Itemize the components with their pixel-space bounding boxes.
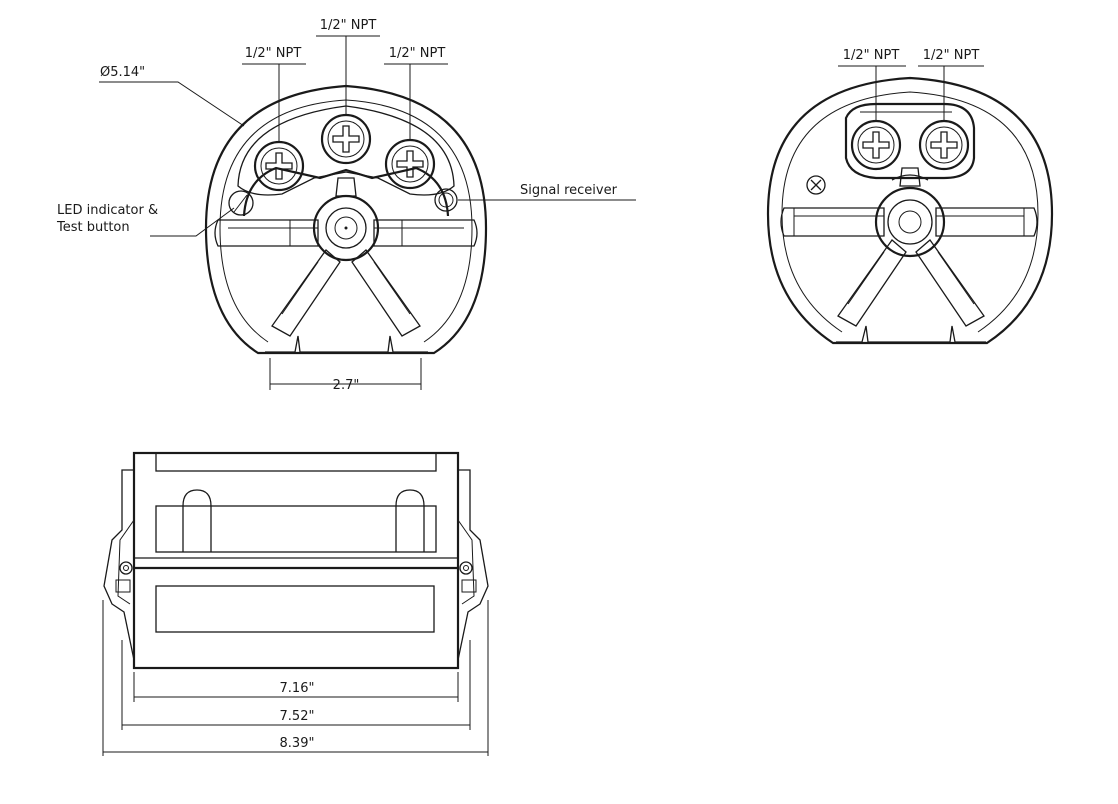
dim-716: 7.16" [280,681,315,696]
led-indicator [228,190,254,216]
npt-port-right [384,138,436,190]
signal-receiver [434,188,458,212]
dim-839: 8.39" [280,736,315,751]
dim-width-front: 2.7" [333,378,360,393]
side-body [132,451,460,670]
npt-port-r1 [850,119,902,171]
central-hub [312,194,380,262]
npt-port-center [320,113,372,165]
label-npt-center: 1/2" NPT [320,18,377,33]
lower-window [155,585,435,633]
housing-outline-right [766,76,1054,345]
label-signal-receiver: Signal receiver [520,183,618,198]
label-npt-right: 1/2" NPT [389,46,446,61]
side-view: 7.16" 7.52" 8.39" [102,451,489,756]
label-npt-r1: 1/2" NPT [843,48,900,63]
label-led-line2: Test button [56,220,130,235]
label-npt-left: 1/2" NPT [245,46,302,61]
dim-752: 7.52" [280,709,315,724]
front-view-left: 1/2" NPT 1/2" NPT 1/2" NPT Ø5.14" LED in… [56,18,636,393]
label-npt-r2: 1/2" NPT [923,48,980,63]
front-view-right: 1/2" NPT 1/2" NPT [766,48,1054,345]
npt-port-r2 [918,119,970,171]
label-diameter: Ø5.14" [100,65,145,80]
label-led-line1: LED indicator & [57,203,158,218]
npt-port-left [253,140,305,192]
